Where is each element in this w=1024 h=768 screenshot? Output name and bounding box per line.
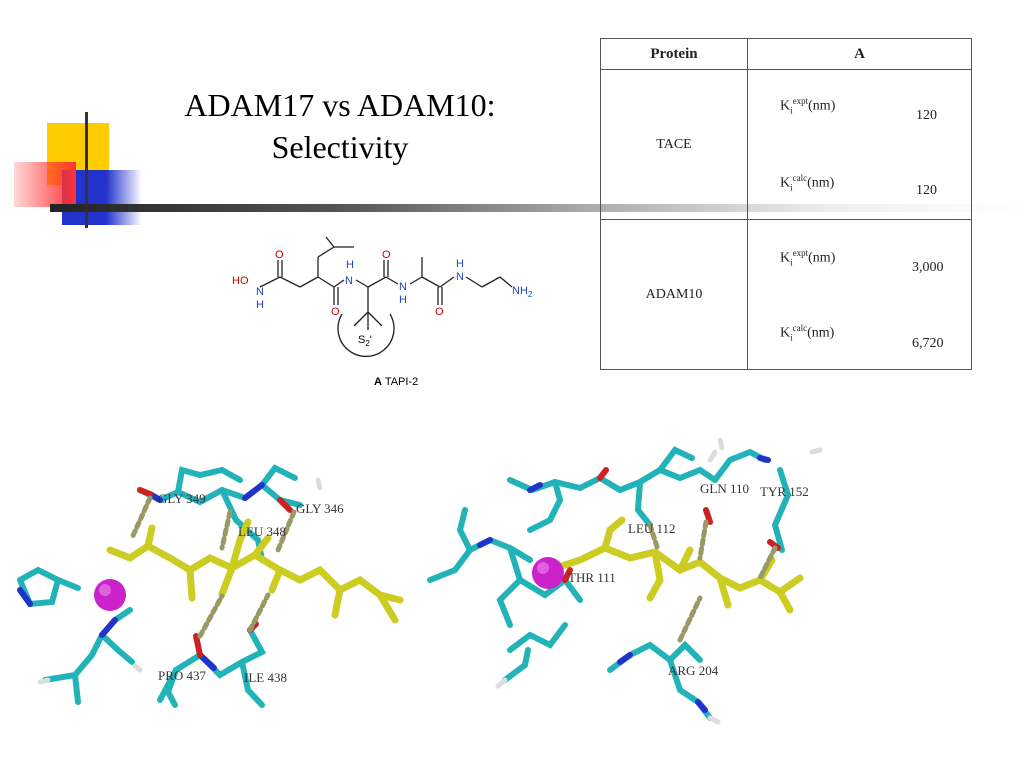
table-row: ADAM10 Kiexpt(nm) 3,000 Kicalc(nm) 6,720: [600, 219, 972, 370]
atom-n4: N: [456, 271, 464, 283]
ki-expt-label: Kiexpt(nm): [780, 96, 836, 116]
residue-label: PRO 437: [158, 668, 207, 683]
table-row: TACE Kiexpt(nm) 120 Kicalc(nm) 120: [600, 69, 972, 220]
protein-cell: ADAM10: [600, 219, 748, 370]
header-protein: Protein: [600, 38, 748, 70]
table-header-row: Protein A: [600, 38, 972, 70]
deco-horizontal-rule: [50, 204, 1024, 212]
residue-label: ILE 438: [244, 670, 287, 685]
atom-o2: O: [331, 306, 340, 318]
ki-calc-label: Kicalc(nm): [780, 323, 835, 343]
ki-expt-value: 120: [916, 108, 937, 123]
residue-label: GLN 110: [700, 481, 749, 496]
protein-cell: TACE: [600, 69, 748, 220]
ki-expt-value: 3,000: [912, 260, 944, 275]
atom-h3: H: [399, 294, 407, 306]
residue-label: THR 111: [568, 570, 616, 585]
pocket-s2-label: S2': [358, 334, 372, 348]
molecule-caption: A TAPI-2: [374, 376, 418, 388]
tapi2-structure-diagram: HO N H O O N H O N H O N H NH2 S2' A TAP…: [232, 236, 533, 388]
atom-o4: O: [435, 306, 444, 318]
deco-red-square: [14, 162, 76, 207]
zinc-ion-right: [532, 557, 564, 589]
deco-vertical-line: [85, 112, 88, 228]
atom-n3: N: [399, 281, 407, 293]
ki-values-cell: Kiexpt(nm) 3,000 Kicalc(nm) 6,720: [747, 219, 972, 370]
atom-o3: O: [382, 249, 391, 261]
ki-values-cell: Kiexpt(nm) 120 Kicalc(nm) 120: [747, 69, 972, 220]
atom-ho: HO: [232, 275, 249, 287]
residue-label: GLY 346: [296, 501, 344, 516]
ki-expt-label: Kiexpt(nm): [780, 248, 836, 268]
residue-label: ARG 204: [668, 663, 719, 678]
atom-o1: O: [275, 249, 284, 261]
atom-nh2: NH2: [512, 285, 533, 299]
ki-calc-label: Kicalc(nm): [780, 173, 835, 193]
residue-label: LEU 348: [238, 524, 286, 539]
title-line-1: ADAM17 vs ADAM10:: [184, 87, 496, 123]
residue-label: TYR 152: [760, 484, 809, 499]
ki-calc-value: 120: [916, 183, 937, 198]
left-binding-site-render: GLY 349 GLY 346 LEU 348 PRO 437 ILE 438: [17, 464, 404, 708]
atom-h4: H: [456, 258, 464, 270]
right-binding-site-render: GLN 110 TYR 152 LEU 112 THR 111 ARG 204: [427, 437, 823, 725]
atom-n1: N: [256, 286, 264, 298]
atom-n2: N: [345, 275, 353, 287]
ki-comparison-table: Protein A TACE Kiexpt(nm) 120 Kicalc(nm)…: [600, 38, 972, 370]
ki-calc-value: 6,720: [912, 336, 944, 351]
atom-h2: H: [346, 259, 354, 271]
title-line-2: Selectivity: [271, 129, 409, 165]
zinc-ion-left: [94, 579, 126, 611]
residue-label: LEU 112: [628, 521, 676, 536]
slide-title: ADAM17 vs ADAM10: Selectivity: [150, 84, 530, 168]
header-compound-a: A: [747, 38, 972, 70]
residue-label: GLY 349: [158, 491, 206, 506]
atom-h1: H: [256, 299, 264, 311]
